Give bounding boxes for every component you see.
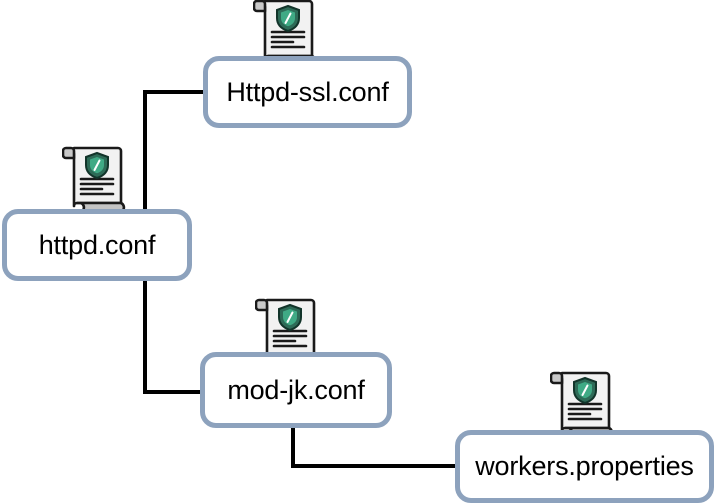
node-label: workers.properties	[475, 451, 694, 481]
node-label: httpd.conf	[38, 229, 156, 260]
node-httpd-conf[interactable]: httpd.conf	[2, 209, 192, 281]
node-httpd-ssl-conf[interactable]: Httpd-ssl.conf	[203, 56, 412, 128]
edge-httpd-to-httpd-ssl	[143, 90, 203, 209]
node-mod-jk-conf[interactable]: mod-jk.conf	[200, 352, 392, 428]
edge-httpd-to-modjk	[143, 281, 200, 394]
node-label: mod-jk.conf	[227, 374, 365, 405]
node-label: Httpd-ssl.conf	[226, 76, 389, 107]
document-shield-icon	[62, 146, 126, 214]
edge-modjk-to-workers	[291, 428, 455, 468]
node-workers-properties[interactable]: workers.properties	[455, 430, 714, 503]
